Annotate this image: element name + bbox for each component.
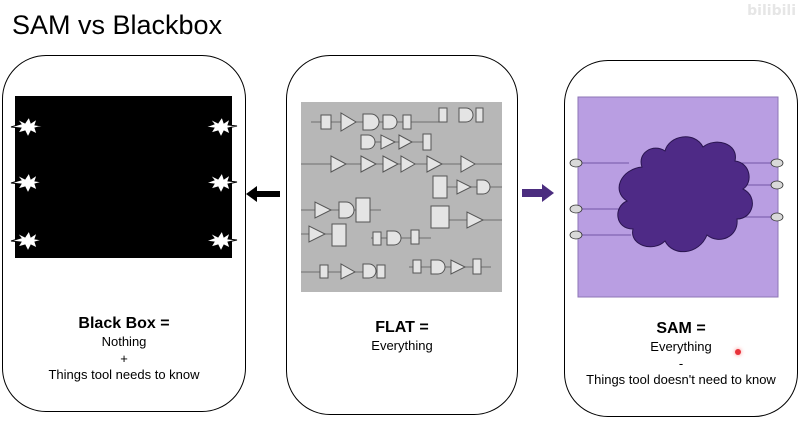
and-gate [382,114,398,130]
buffer-gate [360,155,378,173]
starburst-icon [205,229,238,253]
left-arrow-icon [246,186,280,202]
buffer-gate [340,263,357,280]
blackbox-line-2: + [120,350,128,366]
blackbox-illustration [10,96,238,258]
blackbox-card: Black Box = Nothing + Things tool needs … [2,55,246,412]
starburst-icon [10,171,43,195]
sam-illustration [569,96,784,298]
sam-card: SAM = Everything - Things tool doesn't n… [564,60,798,417]
port-left-2 [569,204,583,214]
buffer-gate [400,155,417,173]
flat-caption: FLAT = Everything [287,318,517,355]
starburst-icon [205,171,238,195]
blackbox-square [15,96,232,258]
and-gate [360,134,376,150]
gate-block [430,205,450,229]
buffer-gate [398,134,414,150]
cursor-dot [735,349,741,355]
sam-line-3: Things tool doesn't need to know [586,372,776,387]
sam-line-1: Everything [650,339,712,354]
and-gate [386,230,402,246]
starburst-port-icons [10,115,238,253]
buffer-gate [380,134,397,150]
flat-card: FLAT = Everything [286,55,518,415]
flat-background [301,102,502,292]
starburst-icon [10,115,43,139]
gate-block [331,223,347,247]
buffer-gate [314,201,333,219]
and-gate [458,107,474,123]
buffer-gate [340,112,357,132]
and-gate [430,259,446,275]
port-left-3 [569,230,583,240]
gate-block [319,264,329,279]
netlist-gates [308,107,491,280]
sam-heading: SAM = [656,320,706,337]
cloud-icon [617,136,753,253]
watermark-logo: bilibili [747,3,796,19]
gate-block [376,264,386,279]
buffer-gate [426,155,444,173]
gate-block [372,231,382,246]
flat-line-1: Everything [371,338,433,353]
gate-block [355,197,371,223]
starburst-icon [205,115,238,139]
buffer-gate [450,259,467,275]
gate-block [432,175,448,199]
gate-block [402,114,412,130]
gate-block [438,107,448,123]
port-right-2 [770,180,784,190]
buffer-gate [456,179,473,195]
port-left-1 [569,158,583,168]
blackbox-heading: Black Box = [78,315,170,332]
gate-block [475,107,484,123]
right-arrow-icon [522,184,554,202]
blackbox-line-3: Things tool needs to know [48,367,200,382]
gate-block [412,259,422,274]
blackbox-line-1: Nothing [101,334,147,349]
gate-block [422,133,432,151]
and-gate [362,263,377,279]
port-right-3 [770,212,784,222]
sam-caption: SAM = Everything - Things tool doesn't n… [565,319,797,389]
and-gate [338,201,355,219]
slide-title: SAM vs Blackbox [12,10,223,40]
gate-block [472,258,482,275]
gate-block [320,114,332,130]
flat-netlist-illustration [301,102,502,292]
and-gate [476,179,491,195]
blackbox-caption: Black Box = Nothing + Things tool needs … [3,314,245,384]
sam-line-2: - [678,355,684,371]
flat-heading: FLAT = [375,319,429,336]
buffer-gate [330,155,348,173]
starburst-icon [10,229,43,253]
sam-ports [569,158,784,240]
buffer-gate [382,155,400,173]
gate-block [410,229,420,245]
port-right-1 [770,158,784,168]
buffer-gate [460,155,477,173]
buffer-gate [308,225,327,243]
buffer-gate [466,211,485,229]
and-gate [362,113,380,131]
